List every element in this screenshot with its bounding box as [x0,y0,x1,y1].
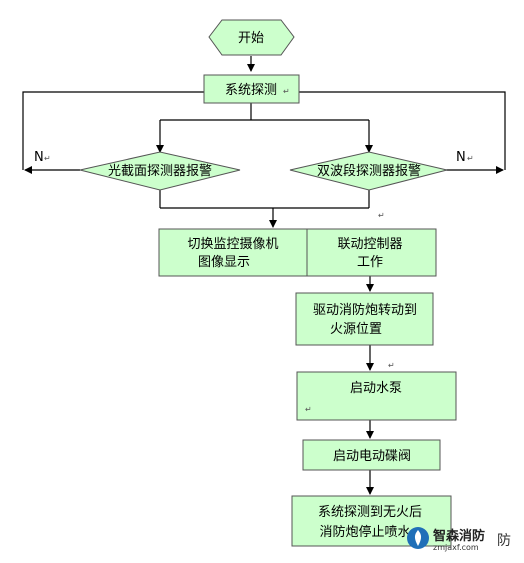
camera-label-2: 图像显示 [198,255,250,270]
svg-text:↵: ↵ [283,87,290,96]
controller-box [306,228,437,277]
svg-text:↵: ↵ [305,405,312,414]
cannon-label-2: 火源位置 [330,322,382,337]
detect-label: 系统探测 [225,83,277,98]
decision-right [289,151,448,191]
watermark: 智森消防 zmjaxf.com 防 [404,524,524,558]
svg-text:↵: ↵ [44,154,51,163]
controller-label-2: 工作 [357,255,383,270]
loop-right [299,91,506,170]
watermark-name: 智森消防 [433,529,486,544]
stop-label-1: 系统探测到无火后 [318,505,422,520]
pump-label: 启动水泵 [350,381,402,396]
valve-box [302,439,441,471]
right-no-label: N [456,150,466,165]
watermark-trailing: 防 [497,533,511,549]
svg-text:↵: ↵ [388,361,395,370]
start-label: 开始 [238,31,264,46]
watermark-url: zmjaxf.com [433,543,479,552]
camera-label-1: 切换监控摄像机 [187,237,278,252]
svg-text:↵: ↵ [378,211,385,220]
watermark-logo-icon [407,527,429,549]
pump-box [296,371,457,421]
connectors [22,56,506,495]
decision-left [79,151,241,191]
controller-label-1: 联动控制器 [337,237,402,252]
start-node [208,19,295,56]
svg-text:↵: ↵ [467,154,474,163]
camera-box [158,228,308,277]
cannon-box [295,292,434,346]
decision-left-label: 光截面探测器报警 [108,163,212,179]
stop-label-2: 消防炮停止喷水 [319,524,410,540]
detect-box [203,74,300,104]
cannon-label-1: 驱动消防炮转动到 [313,302,417,318]
decision-right-label: 双波段探测器报警 [317,163,421,179]
left-no-label: N [34,150,44,165]
loop-left [22,91,205,170]
valve-label: 启动电动碟阀 [333,449,411,464]
